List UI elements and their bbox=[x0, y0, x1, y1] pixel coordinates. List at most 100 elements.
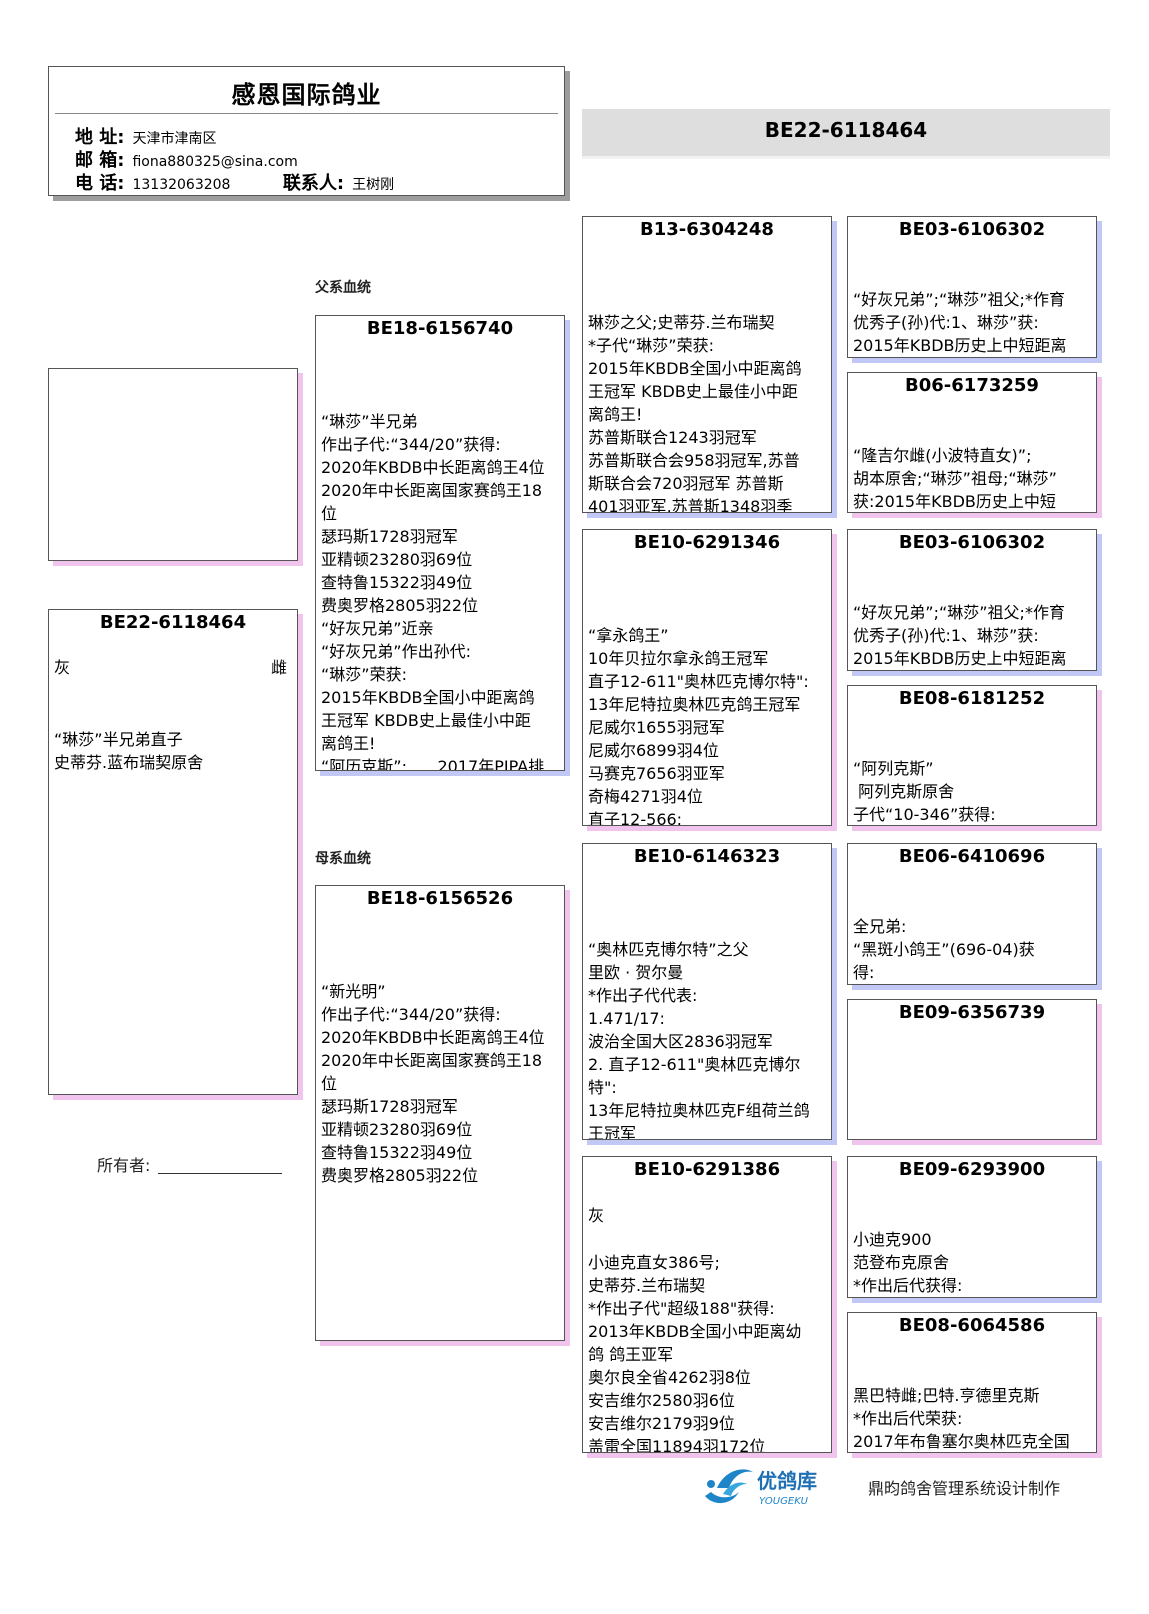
note-line: 2017年布鲁塞尔奥林匹克全国 bbox=[853, 1432, 1070, 1451]
sire-note-line: 亚精顿23280羽69位 bbox=[321, 550, 473, 569]
owner-label: 所有者: bbox=[97, 1156, 151, 1175]
note-line: 2. 直子12-611"奥林匹克博尔 bbox=[588, 1055, 801, 1074]
note-line: 获:2015年KBDB历史上中短 bbox=[853, 492, 1056, 511]
note-line: 优秀子(孙)代:1、琳莎”获: bbox=[853, 626, 1039, 645]
dam-note-line: 费奥罗格2805羽22位 bbox=[321, 1166, 479, 1185]
sire-note-line: 位 bbox=[321, 504, 338, 523]
note-line: 斯联合会720羽冠军 苏普斯 bbox=[588, 474, 784, 493]
note-line: 安吉维尔2179羽9位 bbox=[588, 1414, 735, 1433]
sire-note-line: 王冠军 KBDB史上最佳小中距 bbox=[321, 711, 531, 730]
pigeon-photo-placeholder bbox=[48, 368, 298, 561]
note-line: 全兄弟: bbox=[853, 917, 907, 936]
note-line: 盖雷全国11894羽172位 bbox=[588, 1437, 766, 1453]
email-value: fiona880325@sina.com bbox=[132, 154, 298, 170]
email-label: 邮 箱: bbox=[75, 150, 125, 171]
great-grandparent-ring: BE06-6410696 bbox=[898, 846, 1046, 867]
dam-sire-notes: “奥林匹克博尔特”之父 里欧 · 贺尔曼 *作出子代代表: 1.471/17: … bbox=[588, 938, 827, 1139]
note-line: 胡本原舍;“琳莎”祖母;“琳莎” bbox=[853, 469, 1057, 488]
dam-note-line: 亚精顿23280羽69位 bbox=[321, 1120, 473, 1139]
sire-note-line: 瑟玛斯1728羽冠军 bbox=[321, 527, 458, 546]
subject-ring: BE22-6118464 bbox=[99, 612, 247, 633]
note-line: 马赛克7656羽亚军 bbox=[588, 764, 725, 783]
subject-card: BE22-6118464 灰 雌 “琳莎”半兄弟直子 史蒂芬.蓝布瑞契原舍 bbox=[48, 609, 298, 1095]
sire-note-line: 查特鲁15322羽49位 bbox=[321, 573, 473, 592]
address-value: 天津市津南区 bbox=[132, 131, 217, 147]
sire-sire-ring: B13-6304248 bbox=[640, 219, 774, 240]
note-line: 里欧 · 贺尔曼 bbox=[588, 963, 684, 982]
great-grandparent-card: BE06-6410696 全兄弟: “黑斑小鸽王”(696-04)获 得: bbox=[847, 843, 1097, 985]
note-line: 奇梅4271羽4位 bbox=[588, 787, 703, 806]
sire-ring: BE18-6156740 bbox=[366, 318, 514, 339]
great-grandparent-notes: “好灰兄弟”;“琳莎”祖父;*作育 优秀子(孙)代:1、琳莎”获: 2015年K… bbox=[853, 288, 1092, 357]
sire-note-line: “好灰兄弟”作出孙代: bbox=[321, 642, 471, 661]
great-grandparent-ring: BE09-6293900 bbox=[898, 1159, 1046, 1180]
note-line: 黑巴特雌;巴特.亨德里克斯 bbox=[853, 1386, 1040, 1405]
note-line: 奥尔良全省4262羽8位 bbox=[588, 1368, 751, 1387]
sire-note-line: 2020年中长距离国家赛鸽王18 bbox=[321, 481, 543, 500]
subject-note-line: 史蒂芬.蓝布瑞契原舍 bbox=[54, 753, 204, 772]
note-line: 2015年KBDB历史上中短距离 bbox=[853, 649, 1067, 668]
dam-sire-ring: BE10-6146323 bbox=[633, 846, 781, 867]
note-line: 13年尼特拉奥林匹克F组荷兰鸽 bbox=[588, 1101, 810, 1120]
note-line: 苏普斯联合1243羽冠军 bbox=[588, 428, 757, 447]
subject-notes: “琳莎”半兄弟直子 史蒂芬.蓝布瑞契原舍 bbox=[54, 728, 293, 774]
note-line: 离鸽王! bbox=[588, 405, 643, 424]
dam-note-line: 2020年中长距离国家赛鸽王18 bbox=[321, 1051, 543, 1070]
sire-note-line: “琳莎”半兄弟 bbox=[321, 412, 418, 431]
phone-label: 电 话: bbox=[75, 173, 125, 194]
contact-label: 联系人: bbox=[282, 173, 345, 194]
address-row: 地 址: 天津市津南区 bbox=[75, 123, 216, 149]
sire-note-line: 2020年KBDB中长距离鸽王4位 bbox=[321, 458, 545, 477]
loft-header-card: 感恩国际鸽业 地 址: 天津市津南区 邮 箱: fiona880325@sina.c… bbox=[48, 66, 565, 196]
note-line: “黑斑小鸽王”(696-04)获 bbox=[853, 940, 1035, 959]
note-line: “隆吉尔雌(小波特直女)”; bbox=[853, 446, 1032, 465]
contact-value: 王树刚 bbox=[352, 177, 395, 193]
note-line: *作出子代代表: bbox=[588, 986, 698, 1005]
dam-note-line: 作出子代:“344/20”获得: bbox=[321, 1005, 501, 1024]
note-line: 小迪克900 bbox=[853, 1230, 932, 1249]
note-line: “拿永鸽王” bbox=[588, 626, 669, 645]
dam-line-label: 母系血统 bbox=[315, 851, 371, 867]
note-line: 2013年KBDB全国小中距离幼 bbox=[588, 1322, 802, 1341]
great-grandparent-ring: BE03-6106302 bbox=[898, 219, 1046, 240]
email-row: 邮 箱: fiona880325@sina.com bbox=[75, 146, 298, 172]
great-grandparent-card: BE03-6106302 “好灰兄弟”;“琳莎”祖父;*作育 优秀子(孙)代:1… bbox=[847, 529, 1097, 671]
note-line: 直子12-611"奥林匹克博尔特": bbox=[588, 672, 809, 691]
address-label: 地 址: bbox=[75, 127, 125, 148]
subject-note-line: “琳莎”半兄弟直子 bbox=[54, 730, 183, 749]
great-grandparent-ring: BE09-6356739 bbox=[898, 1002, 1046, 1023]
sire-note-line: 作出子代:“344/20”获得: bbox=[321, 435, 501, 454]
loft-name: 感恩国际鸽业 bbox=[231, 81, 382, 109]
note-line: 2015年KBDB全国小中距离鸽 bbox=[588, 359, 802, 378]
sire-dam-card: BE10-6291346 “拿永鸽王” 10年贝拉尔拿永鸽王冠军 直子12-61… bbox=[582, 529, 832, 826]
note-line: *作出后代荣获: bbox=[853, 1409, 963, 1428]
dam-note-line: “新光明” bbox=[321, 982, 386, 1001]
dam-notes: “新光明” 作出子代:“344/20”获得: 2020年KBDB中长距离鸽王4位… bbox=[321, 980, 560, 1187]
main-ring-banner: BE22-6118464 bbox=[582, 109, 1110, 159]
note-line: 401羽亚军,苏普斯1348羽季 bbox=[588, 497, 793, 513]
dam-note-line: 位 bbox=[321, 1074, 338, 1093]
great-grandparent-card: BE03-6106302 “好灰兄弟”;“琳莎”祖父;*作育 优秀子(孙)代:1… bbox=[847, 216, 1097, 358]
note-line: 小迪克直女386号; bbox=[588, 1253, 720, 1272]
great-grandparent-notes: 黑巴特雌;巴特.亨德里克斯 *作出后代荣获: 2017年布鲁塞尔奥林匹克全国 bbox=[853, 1384, 1092, 1452]
dam-dam-card: BE10-6291386 灰 小迪克直女386号; 史蒂芬.兰布瑞契 *作出子代… bbox=[582, 1156, 832, 1453]
note-line: 王冠军 KBDB史上最佳小中距 bbox=[588, 382, 798, 401]
great-grandparent-ring: BE08-6181252 bbox=[898, 688, 1046, 709]
note-line: “奥林匹克博尔特”之父 bbox=[588, 940, 749, 959]
dam-dam-notes: 小迪克直女386号; 史蒂芬.兰布瑞契 *作出子代"超级188"获得: 2013… bbox=[588, 1251, 827, 1453]
note-line: 特": bbox=[588, 1078, 617, 1097]
note-line: 尼威尔6899羽4位 bbox=[588, 741, 719, 760]
great-grandparent-ring: B06-6173259 bbox=[905, 375, 1039, 396]
note-line: 10年贝拉尔拿永鸽王冠军 bbox=[588, 649, 769, 668]
note-line: 尼威尔1655羽冠军 bbox=[588, 718, 725, 737]
logo-cn-text: 优鸽库 bbox=[757, 1469, 817, 1493]
dam-dam-color: 灰 bbox=[588, 1206, 605, 1225]
sire-note-line: “琳莎”荣获: bbox=[321, 665, 407, 684]
note-line: *作出后代获得: bbox=[853, 1276, 963, 1295]
note-line: *作出子代"超级188"获得: bbox=[588, 1299, 775, 1318]
dam-note-line: 瑟玛斯1728羽冠军 bbox=[321, 1097, 458, 1116]
note-line: *子代“琳莎”荣获: bbox=[588, 336, 714, 355]
great-grandparent-card: BE08-6064586 黑巴特雌;巴特.亨德里克斯 *作出后代荣获: 2017… bbox=[847, 1312, 1097, 1453]
note-line: 2015年KBDB历史上中短距离 bbox=[853, 336, 1067, 355]
dam-ring: BE18-6156526 bbox=[366, 888, 514, 909]
